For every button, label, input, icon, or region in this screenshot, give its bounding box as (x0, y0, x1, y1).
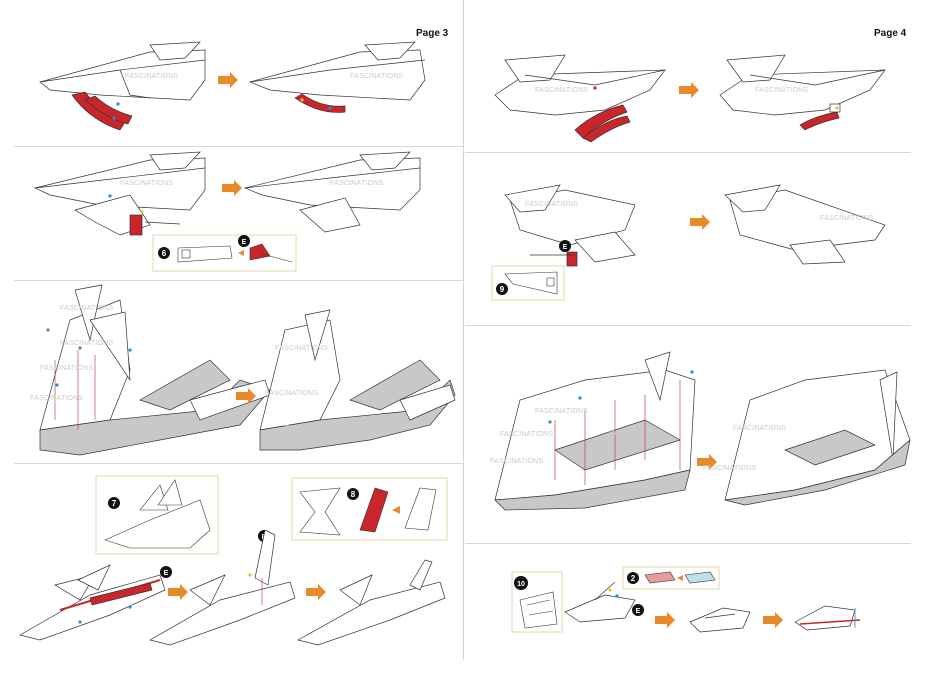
step-row-4-first (564, 581, 636, 623)
watermark-text: FASCINATIONS (60, 305, 113, 312)
watermark-text: FASCINATIONS (350, 73, 403, 80)
step-6-part (177, 243, 293, 263)
watermark-text: FASCINATIONS (703, 465, 756, 472)
step-10-badge: 10 (514, 576, 528, 590)
step-row-4-third (297, 559, 446, 646)
svg-text:6: 6 (162, 249, 167, 258)
sequence-arrow (168, 584, 188, 600)
step-row-1-after (248, 41, 426, 113)
svg-text:9: 9 (500, 285, 505, 294)
watermark-text: FASCINATIONS (265, 390, 318, 397)
svg-text:8: 8 (351, 490, 356, 499)
step-6-badge: 6 (158, 247, 170, 259)
watermark-text: FASCINATIONS (65, 435, 118, 442)
page-number-label: Page 4 (874, 28, 907, 39)
tab-e-marker: E (559, 240, 571, 252)
watermark-text: FASCINATIONS (535, 408, 588, 415)
step-row-1-after (719, 54, 886, 131)
step-divider (465, 325, 911, 326)
step-7-badge: 7 (108, 497, 120, 509)
sequence-arrow (392, 506, 400, 514)
watermark-text: FASCINATIONS (490, 458, 543, 465)
step-8-parts (299, 487, 437, 536)
step-divider (14, 146, 463, 147)
watermark-text: FASCINATIONS (120, 180, 173, 187)
step-row-1-before (494, 54, 666, 143)
step-row-3-after (724, 369, 911, 506)
step-row-4-second (689, 607, 751, 633)
sequence-arrow (763, 612, 783, 628)
step-divider (465, 543, 911, 544)
sequence-arrow (222, 180, 242, 196)
step-divider (14, 463, 463, 464)
watermark-text: FASCINATIONS (275, 345, 328, 352)
svg-text:E: E (563, 244, 568, 251)
step-row-4-first (19, 564, 166, 641)
page-3-diagrams: FASCINATIONS FASCINATIONS FASCINATIONS (19, 41, 456, 646)
tab-e-marker: E (632, 604, 644, 616)
step-divider (14, 280, 463, 281)
svg-text:E: E (636, 608, 641, 615)
step-row-2-after (243, 151, 421, 233)
watermark-text: FASCINATIONS (820, 215, 873, 222)
step-row-4-third (794, 605, 861, 631)
svg-text:7: 7 (112, 499, 117, 508)
watermark-text: FASCINATIONS (60, 340, 113, 347)
step-row-4-second (149, 529, 296, 646)
watermark-text: FASCINATIONS (525, 201, 578, 208)
step-divider (465, 152, 911, 153)
page-divider (463, 0, 464, 660)
step-row-2-before (33, 151, 206, 236)
sequence-arrow (218, 72, 238, 88)
svg-text:2: 2 (631, 574, 636, 583)
watermark-text: FASCINATIONS (30, 395, 83, 402)
page-3: Page 3 FASCINATIONS (0, 0, 463, 686)
step-9-part (504, 271, 558, 295)
watermark-text: FASCINATIONS (285, 425, 338, 432)
sequence-arrow (677, 575, 683, 581)
step-row-3-before (39, 284, 271, 456)
sequence-arrow (679, 82, 699, 98)
tab-e-marker: E (160, 566, 172, 578)
svg-text:E: E (164, 570, 169, 577)
step-row-1-before (39, 41, 206, 131)
step-row-2-before (504, 184, 636, 267)
page-number-label: Page 3 (416, 28, 449, 39)
step-9-badge: 9 (496, 283, 508, 295)
sequence-arrow (690, 214, 710, 230)
page-4-diagrams: FASCINATIONS FASCINATIONS FASCINATIONS F… (490, 54, 911, 633)
svg-text:E: E (242, 239, 247, 246)
step-2-parts (644, 571, 716, 584)
sequence-arrow (306, 584, 326, 600)
step-row-2-after (724, 184, 886, 265)
step-10-part (519, 591, 558, 629)
watermark-text: FASCINATIONS (610, 430, 663, 437)
watermark-text: FASCINATIONS (535, 87, 588, 94)
page-4: Page 4 FASCINATIONS FASCINATIO (465, 0, 928, 686)
watermark-text: FASCINATIONS (755, 87, 808, 94)
svg-text:10: 10 (517, 581, 525, 588)
tab-e-marker: E (238, 235, 250, 247)
step-8-badge: 8 (347, 488, 359, 500)
sequence-arrow (655, 612, 675, 628)
watermark-text: FASCINATIONS (733, 425, 786, 432)
step-2-badge: 2 (627, 572, 639, 584)
watermark-text: FASCINATIONS (330, 180, 383, 187)
step-row-3-after (259, 309, 456, 451)
watermark-text: FASCINATIONS (40, 365, 93, 372)
step-7-part (104, 479, 211, 549)
step-row-3-before (494, 351, 696, 511)
watermark-text: FASCINATIONS (500, 431, 553, 438)
sequence-arrow (238, 250, 244, 256)
watermark-text: FASCINATIONS (125, 73, 178, 80)
